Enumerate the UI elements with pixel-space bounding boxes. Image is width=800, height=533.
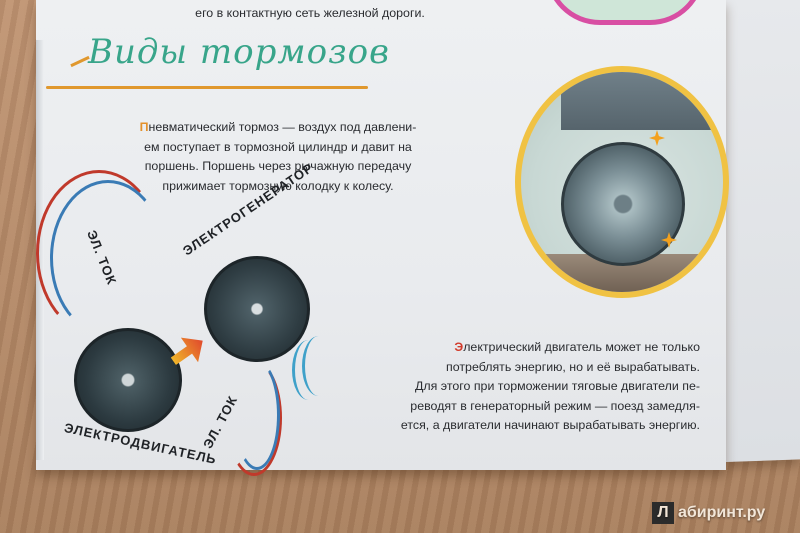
paragraph-electric-brake: Электрический двигатель может не только … bbox=[332, 338, 700, 436]
paragraph2-line: реводят в генераторный режим — поезд зам… bbox=[410, 398, 700, 413]
wave-icon bbox=[292, 340, 325, 400]
paragraph2-line: потреблять энергию, но и её вырабатывать… bbox=[446, 359, 700, 374]
heading-underline bbox=[46, 86, 368, 89]
labirint-logo-icon: Л bbox=[652, 502, 674, 524]
paragraph2-line: Для этого при торможении тяговые двигате… bbox=[415, 379, 700, 393]
watermark-text: абиринт.ру bbox=[678, 504, 766, 521]
paragraph2-line: лектрический двигатель может не только bbox=[463, 340, 700, 354]
right-page-edge bbox=[726, 0, 800, 462]
paragraph1-line: невматический тормоз — воздух под давлен… bbox=[148, 120, 417, 134]
top-continued-text: его в контактную сеть железной дороги. bbox=[195, 6, 425, 20]
paragraph1-dropcap: П bbox=[139, 120, 149, 134]
section-heading: Виды тормозов bbox=[88, 32, 390, 72]
blue-wire bbox=[50, 180, 166, 336]
paragraph1-line: поршень. Поршень через рычажную передачу bbox=[144, 159, 412, 173]
paragraph2-line: ется, а двигатели начинают вырабатывать … bbox=[400, 418, 700, 432]
brake-illustration bbox=[515, 66, 729, 298]
spark-icon bbox=[649, 130, 665, 146]
wave-icon bbox=[302, 336, 335, 396]
paragraph1-line: ем поступает в тормозной цилиндр и давит… bbox=[144, 139, 412, 154]
paragraph2-dropcap: Э bbox=[454, 340, 464, 354]
electric-motor-drawing bbox=[74, 328, 182, 432]
red-wire-lower bbox=[226, 360, 282, 476]
labirint-watermark: Л абиринт.ру bbox=[652, 502, 765, 524]
electric-generator-drawing bbox=[204, 256, 310, 362]
red-wire bbox=[36, 170, 162, 336]
blue-wire-lower bbox=[234, 360, 280, 470]
brake-mechanism bbox=[561, 72, 721, 130]
paragraph1-line: прижимает тормозную колодку к колесу. bbox=[162, 178, 394, 193]
paragraph-pneumatic-brake: Пневматический тормоз — воздух под давле… bbox=[98, 118, 458, 196]
train-wheel bbox=[561, 142, 685, 266]
